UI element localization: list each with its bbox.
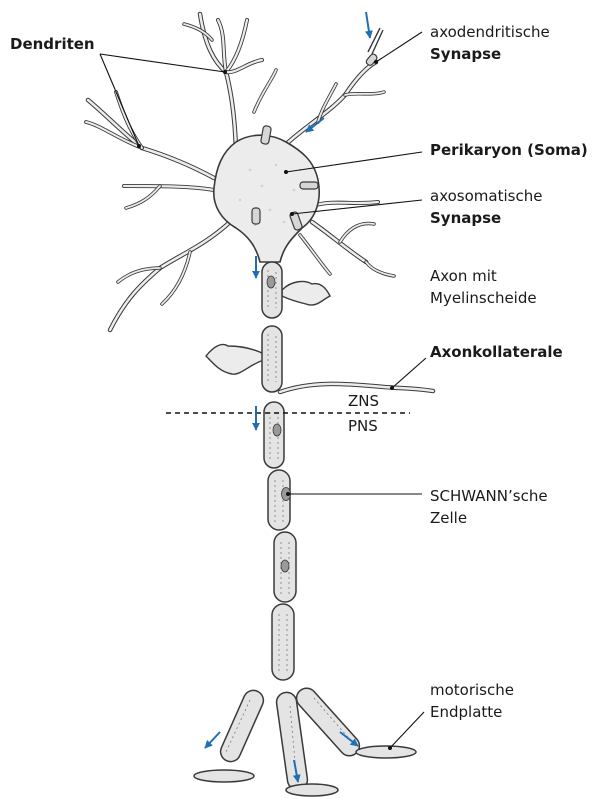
soma — [214, 135, 319, 262]
arrow-axodendritic — [366, 12, 370, 38]
leader-axonkollaterale — [392, 358, 426, 388]
arrow-terminal-left — [205, 732, 220, 748]
myelin-segments — [262, 262, 296, 680]
leader-endplatte — [390, 712, 424, 748]
label-dendriten: Dendriten — [10, 34, 95, 54]
label-myelinscheide: Myelinscheide — [430, 288, 537, 308]
label-axodendritische-synapse: Synapse — [430, 44, 501, 64]
leader-axodendritisch — [376, 32, 422, 62]
label-endplatte: Endplatte — [430, 702, 502, 722]
label-motorische: motorische — [430, 680, 514, 700]
label-axonkollaterale: Axonkollaterale — [430, 342, 563, 362]
label-axosomatische: axosomatische — [430, 186, 542, 206]
label-schwann: SCHWANN’sche — [430, 486, 548, 506]
label-perikaryon: Perikaryon (Soma) — [430, 140, 588, 160]
label-zelle: Zelle — [430, 508, 467, 528]
terminal-branches — [194, 684, 416, 796]
label-axon: Axon mit — [430, 266, 497, 286]
leader-dendriten-1 — [100, 54, 225, 72]
label-pns: PNS — [348, 416, 378, 436]
label-axodendritische: axodendritische — [430, 22, 550, 42]
label-zns: ZNS — [348, 391, 379, 411]
label-axosomatische-synapse: Synapse — [430, 208, 501, 228]
